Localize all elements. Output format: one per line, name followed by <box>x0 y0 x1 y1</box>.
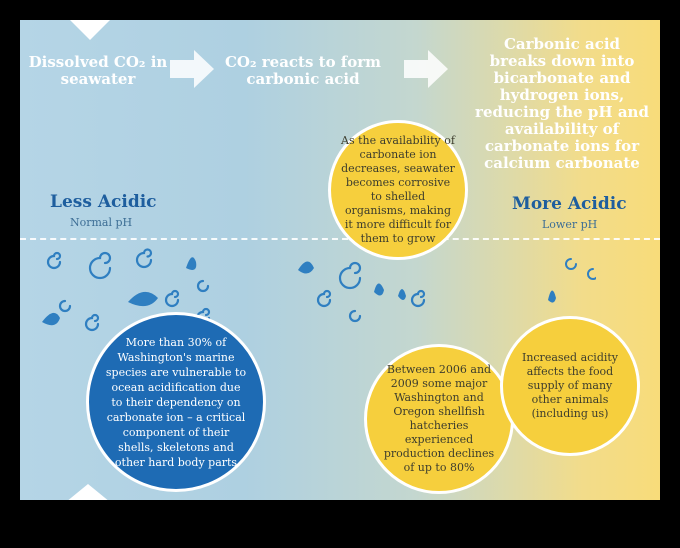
shellfish-decline-text: Between 2006 and 2009 some major Washing… <box>383 363 495 474</box>
shells-middle-icon <box>298 261 426 323</box>
ocean-acidification-infographic: Dissolved CO₂ in seawater CO₂ reacts to … <box>20 20 660 500</box>
more-acidic-title: More Acidic <box>512 194 627 214</box>
up-arrow-icon <box>68 484 108 500</box>
food-supply-text: Increased acidity affects the food suppl… <box>521 351 619 420</box>
less-acidic-title: Less Acidic <box>50 192 157 212</box>
step-carbonate-breakdown: Carbonic acid breaks down into bicarbona… <box>475 35 649 172</box>
down-arrow-icon <box>70 20 110 40</box>
vulnerable-species-circle: More than 30% of Washington's marine spe… <box>86 312 266 492</box>
right-arrow-icon <box>404 50 448 88</box>
food-supply-circle: Increased acidity affects the food suppl… <box>500 316 640 456</box>
shellfish-decline-circle: Between 2006 and 2009 some major Washing… <box>364 344 514 494</box>
step-carbonic-acid: CO₂ reacts to form carbonic acid <box>224 53 382 88</box>
corrosive-callout-circle: As the availability of carbonate ion dec… <box>328 120 468 260</box>
ph-divider <box>20 238 660 240</box>
vulnerable-species-text: More than 30% of Washington's marine spe… <box>105 335 247 469</box>
normal-ph-label: Normal pH <box>70 216 133 229</box>
right-arrow-icon <box>170 50 214 88</box>
shells-right-icon <box>548 258 596 303</box>
lower-ph-label: Lower pH <box>542 218 598 231</box>
step-dissolved-co2: Dissolved CO₂ in seawater <box>28 53 168 88</box>
corrosive-callout-text: As the availability of carbonate ion dec… <box>341 134 455 245</box>
